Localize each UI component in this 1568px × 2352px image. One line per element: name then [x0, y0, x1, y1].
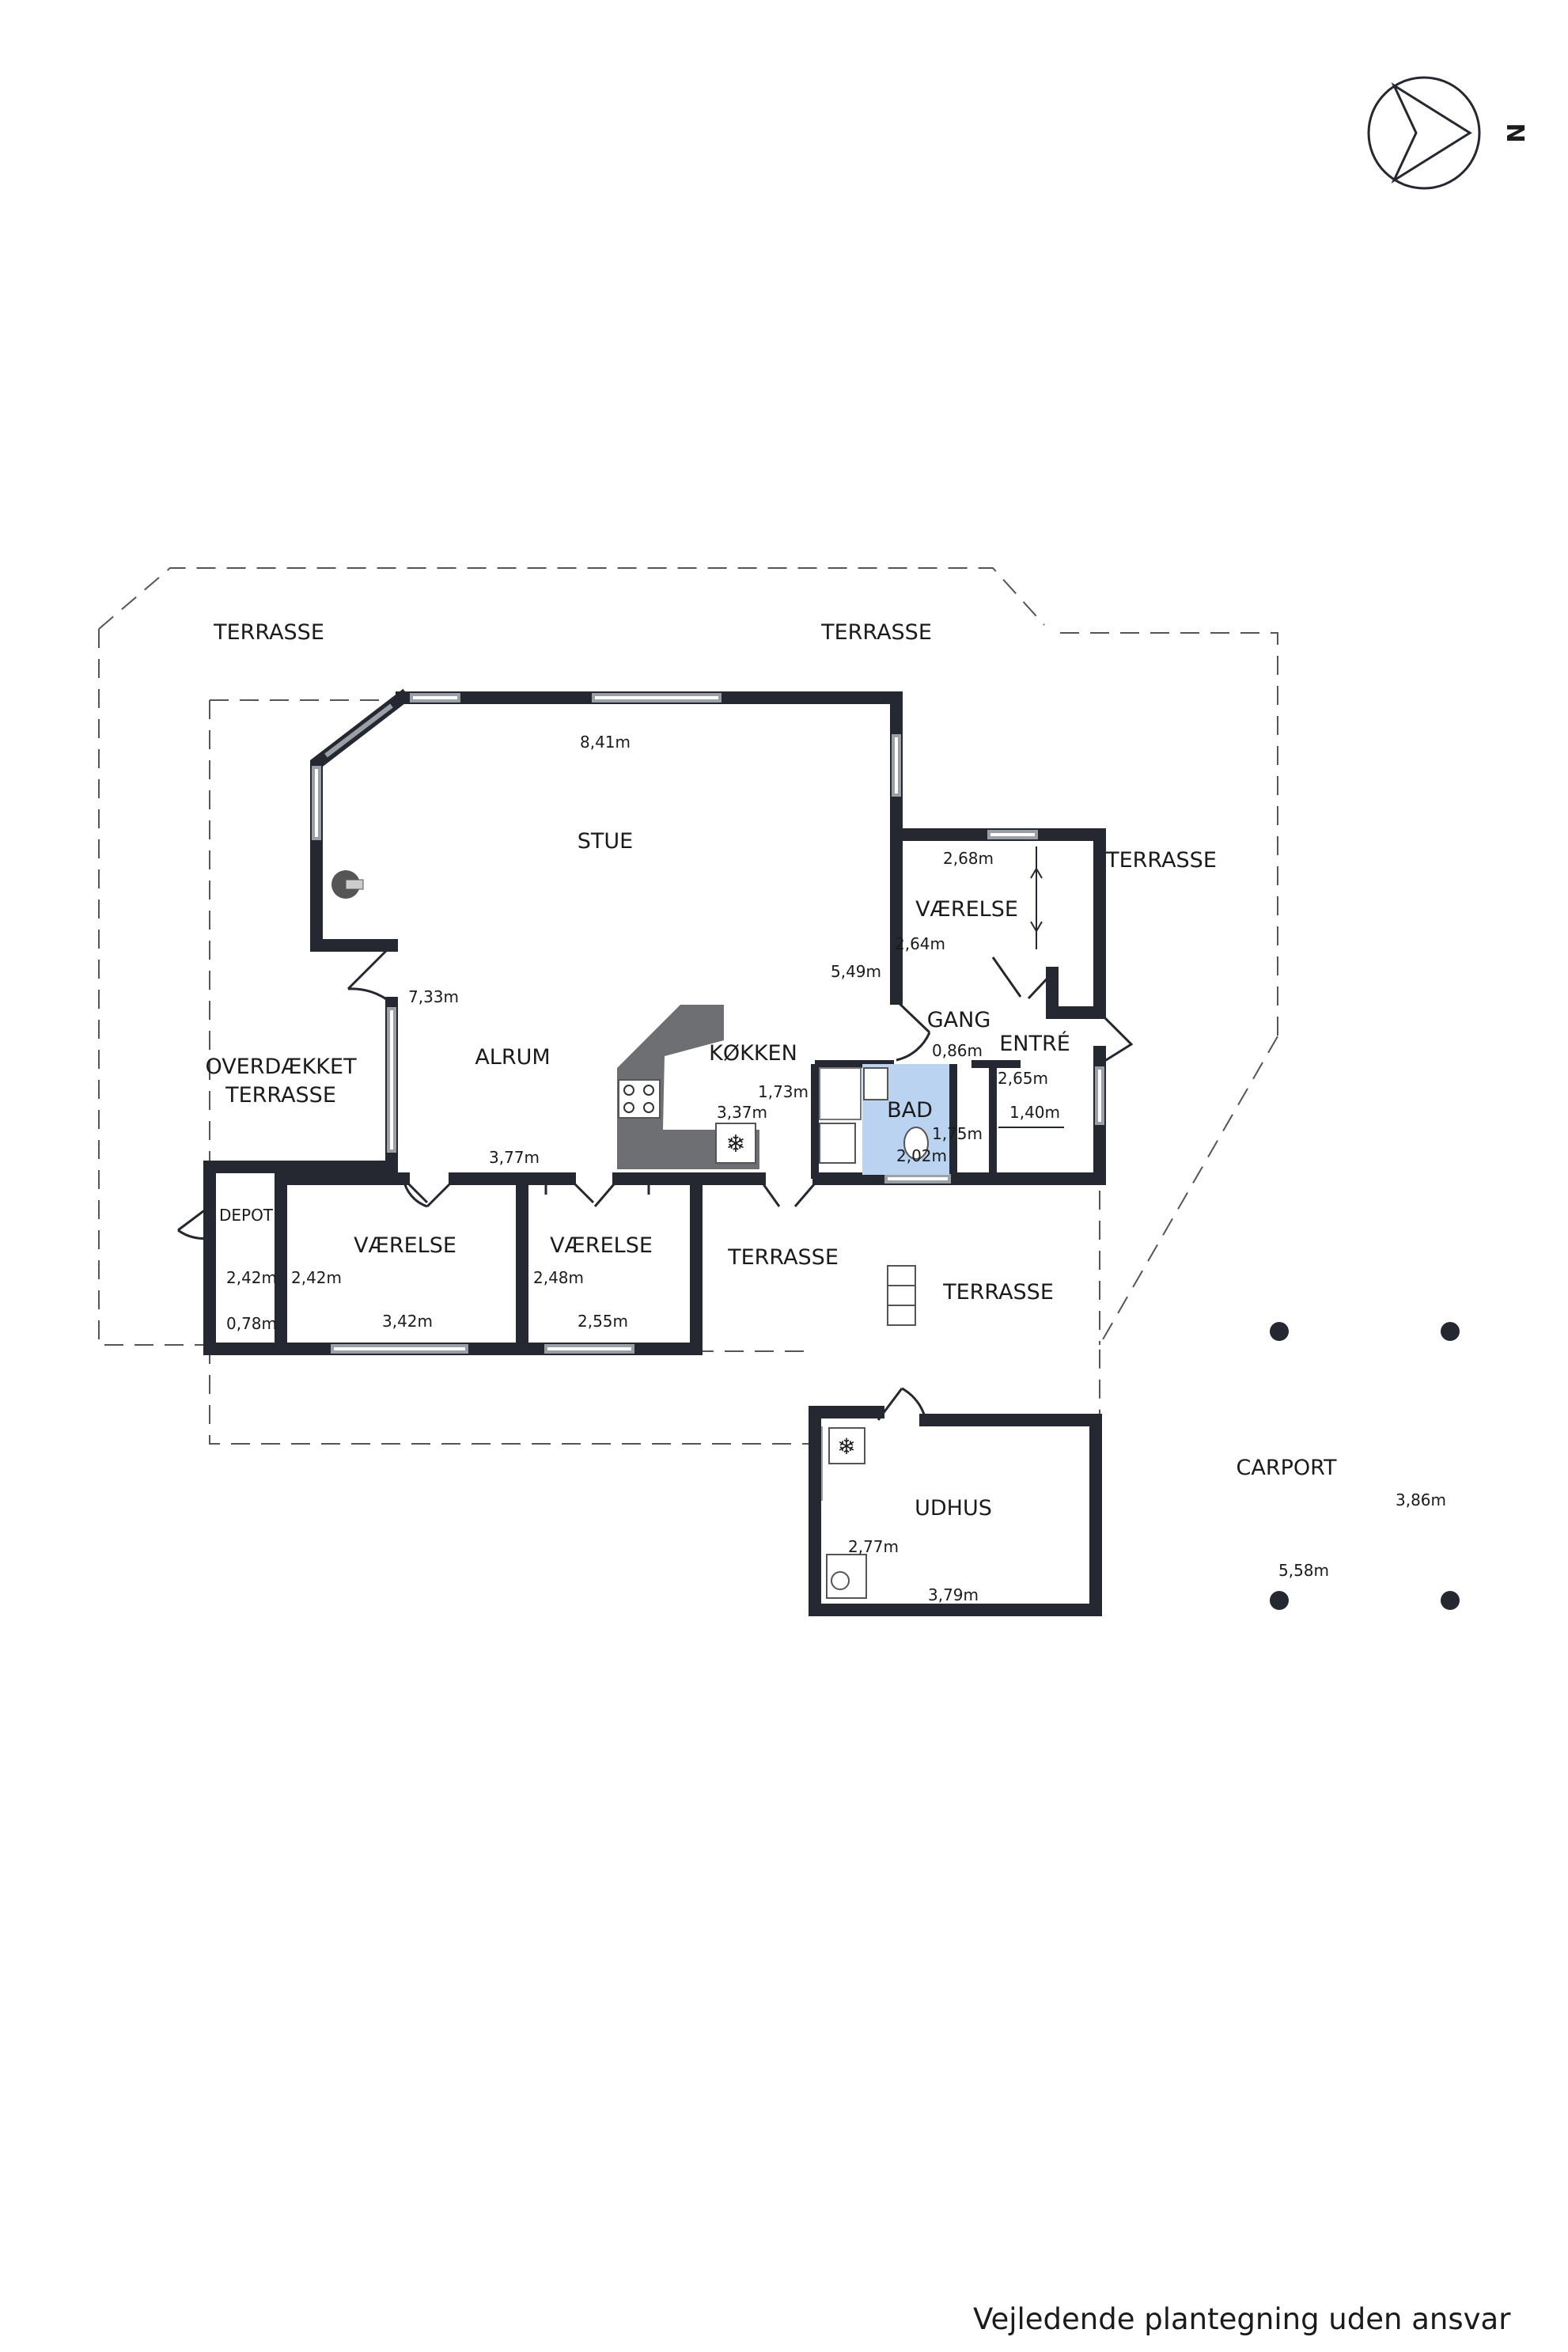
room-terrasse-nw: TERRASSE	[213, 620, 324, 645]
dim-vaerelse-1-depth: 2,42m	[291, 1268, 342, 1287]
dim-carport-depth: 3,86m	[1396, 1490, 1446, 1509]
dim-vaerelse-ne-depth: 2,64m	[895, 934, 945, 953]
terrace-outline	[98, 567, 1278, 1445]
room-koekken: KØKKEN	[709, 1041, 797, 1066]
svg-text:❄: ❄	[837, 1434, 855, 1460]
room-labels: TERRASSE TERRASSE TERRASSE STUE ALRUM KØ…	[205, 620, 1337, 1521]
dim-entre-depth: 2,65m	[998, 1069, 1048, 1088]
bathroom-area	[819, 1064, 949, 1175]
fireplace-icon	[331, 870, 364, 899]
udhus-snowflake-icon: ❄	[828, 1427, 865, 1464]
room-overdaekket-2: TERRASSE	[225, 1083, 336, 1108]
fridge-snowflake-icon: ❄	[715, 1123, 756, 1164]
room-terrasse-s1: TERRASSE	[727, 1245, 839, 1270]
room-udhus: UDHUS	[915, 1496, 992, 1521]
carport-posts	[1270, 1322, 1460, 1610]
room-stue: STUE	[578, 829, 633, 854]
windows	[312, 693, 1104, 1501]
stove-icon	[618, 1079, 661, 1119]
room-terrasse-ne: TERRASSE	[820, 620, 932, 645]
dim-bad-depth: 1,75m	[932, 1124, 983, 1143]
dim-stue-width: 8,41m	[580, 733, 631, 752]
room-carport: CARPORT	[1237, 1456, 1337, 1480]
step-symbol	[887, 1265, 916, 1326]
room-bad: BAD	[887, 1098, 933, 1123]
dim-carport-width: 5,58m	[1278, 1561, 1329, 1580]
sink-icon	[863, 1067, 888, 1100]
room-terrasse-s2: TERRASSE	[942, 1280, 1054, 1305]
dim-alrum-width: 3,77m	[489, 1148, 540, 1167]
dim-koekken-width: 3,37m	[717, 1103, 767, 1122]
dim-vaerelse-ne-width: 2,68m	[943, 849, 994, 868]
dimension-labels: 8,41m 5,49m 7,33m 3,77m 3,37m 1,73m 2,68…	[226, 733, 1446, 1604]
dim-entre-width: 1,40m	[1009, 1103, 1060, 1122]
svg-text:❄: ❄	[725, 1131, 745, 1158]
room-alrum: ALRUM	[475, 1045, 550, 1070]
dim-udhus-width: 3,79m	[928, 1585, 979, 1604]
udhus-walls: ❄	[809, 1406, 1102, 1616]
room-vaerelse-3: VÆRELSE	[915, 897, 1018, 922]
washing-machine-icon	[819, 1123, 856, 1164]
dim-stue-depth: 5,49m	[831, 962, 881, 981]
room-terrasse-e: TERRASSE	[1105, 848, 1217, 873]
kitchen-counter: ❄	[617, 1005, 759, 1169]
dim-vaerelse-2-width: 2,55m	[578, 1312, 628, 1331]
room-vaerelse-1: VÆRELSE	[354, 1233, 456, 1258]
udhus-boiler-icon	[826, 1554, 867, 1599]
dim-vaerelse-2-depth: 2,48m	[533, 1268, 584, 1287]
dim-gang-width: 0,86m	[932, 1041, 983, 1060]
dim-bad-width: 2,02m	[896, 1146, 947, 1165]
room-vaerelse-2: VÆRELSE	[550, 1233, 653, 1258]
dim-vaerelse-1-width: 3,42m	[382, 1312, 433, 1331]
room-overdaekket-1: OVERDÆKKET	[205, 1055, 357, 1079]
room-gang: GANG	[927, 1008, 991, 1032]
disclaimer-text: Vejledende plantegning uden ansvar	[973, 2302, 1511, 2336]
room-entre: ENTRÉ	[999, 1031, 1070, 1056]
doors	[177, 944, 1134, 1421]
room-depot: DEPOT	[219, 1206, 274, 1225]
dim-depot-width: 0,78m	[226, 1314, 277, 1333]
dim-depot-depth: 2,42m	[226, 1268, 277, 1287]
dim-udhus-depth: 2,77m	[848, 1537, 899, 1556]
north-arrow-icon: N	[1367, 76, 1528, 190]
dim-alrum-depth: 7,33m	[408, 987, 459, 1006]
toilet-icon	[903, 1127, 929, 1160]
compass-north-label: N	[1501, 123, 1528, 142]
dim-koekken-depth: 1,73m	[758, 1082, 809, 1101]
closet-marker	[1030, 846, 1043, 949]
